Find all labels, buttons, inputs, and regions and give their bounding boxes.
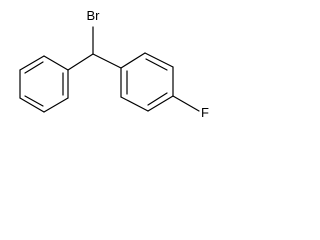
ring-bond (43, 97, 69, 113)
ring-double-bond (24, 61, 44, 74)
ring-bond (144, 52, 174, 68)
ring-bond (120, 96, 149, 112)
bromine-label: Br (87, 8, 101, 23)
fluorine-label: F (201, 105, 209, 120)
ring-bond (120, 52, 146, 69)
ring-double-bond (147, 92, 168, 106)
ring-double-bond (24, 95, 44, 107)
ring-bond (43, 55, 69, 71)
central-carbon (67, 26, 122, 71)
ring-double-bond (145, 58, 168, 71)
ring-bond (19, 55, 45, 71)
phenyl-ring (19, 55, 69, 113)
chemical-structure: Br F (19, 8, 209, 120)
ring-bond (147, 95, 174, 112)
fluorophenyl-ring (120, 52, 174, 112)
bond-center-to-fluorophenyl (92, 53, 122, 69)
bond-to-fluorine (172, 95, 200, 112)
bond-phenyl-to-center (67, 53, 94, 71)
ring-bond (19, 97, 45, 113)
